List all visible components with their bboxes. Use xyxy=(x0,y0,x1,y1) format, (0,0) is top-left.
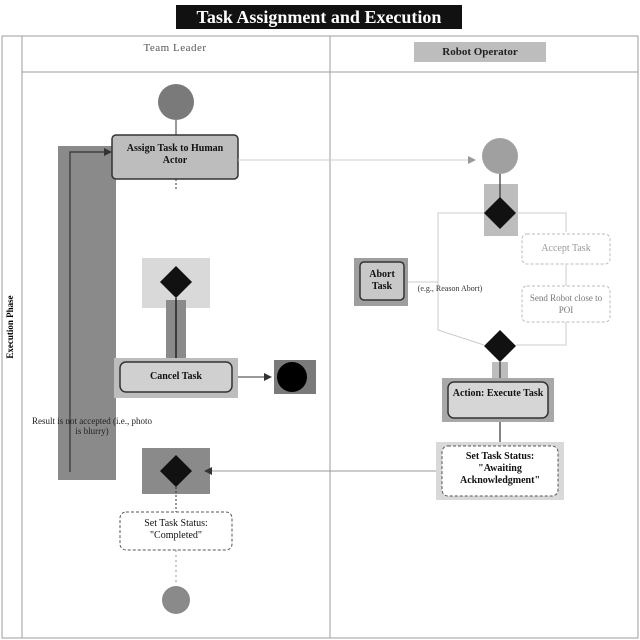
execute-task-label: Action: Execute Task xyxy=(452,388,544,399)
execute-task-box xyxy=(447,381,549,419)
accept-task-label: Accept Task xyxy=(541,243,591,254)
end-node-mid xyxy=(277,362,307,392)
decision2-arrowhead xyxy=(204,467,212,475)
loop-back-band xyxy=(58,146,116,480)
cancel-task-label: Cancel Task xyxy=(150,371,202,382)
assign-task-box xyxy=(111,134,239,180)
phase-label: Execution Phase xyxy=(5,295,15,359)
start-node-right xyxy=(482,138,518,174)
abort-task-box xyxy=(359,261,405,301)
send-robot-box xyxy=(521,285,611,323)
cancel-arrowhead xyxy=(264,373,272,381)
send-robot-label: Send Robot close to POI xyxy=(529,293,603,315)
status-completed-label: Set Task Status: "Completed" xyxy=(144,518,208,541)
decision-left-2 xyxy=(160,455,192,487)
final-node-left xyxy=(162,586,190,614)
start-node-left xyxy=(158,84,194,120)
diagram-title: Task Assignment and Execution xyxy=(176,5,462,29)
loop-back-line xyxy=(69,151,110,472)
loop-back-arrowhead xyxy=(104,148,112,156)
awaiting-status-box xyxy=(441,445,559,497)
lane-robot-operator: Robot Operator xyxy=(414,42,546,62)
diagram-frame xyxy=(1,35,639,639)
abort-task-label: Abort Task xyxy=(369,269,395,292)
result-condition-label: Result is not accepted (i.e., photo is b… xyxy=(32,416,152,436)
abort-condition-label: (e.g., Reason Abort) xyxy=(417,284,483,293)
assign-task-label: Assign Task to Human Actor xyxy=(126,143,224,166)
decision-right-1 xyxy=(484,197,516,229)
edge-to-accept xyxy=(516,212,567,232)
decision-right-2 xyxy=(484,330,516,362)
edge-abort-branch xyxy=(437,212,485,346)
edge-send-merge xyxy=(516,322,567,346)
cancel-task-box xyxy=(119,361,233,393)
status-completed-box xyxy=(119,511,233,551)
lane-team-leader: Team Leader xyxy=(143,42,207,54)
decision-left-1 xyxy=(160,266,192,298)
awaiting-status-label: Set Task Status: "Awaiting Acknowledgmen… xyxy=(460,451,540,486)
assign-arrowhead xyxy=(468,156,476,164)
